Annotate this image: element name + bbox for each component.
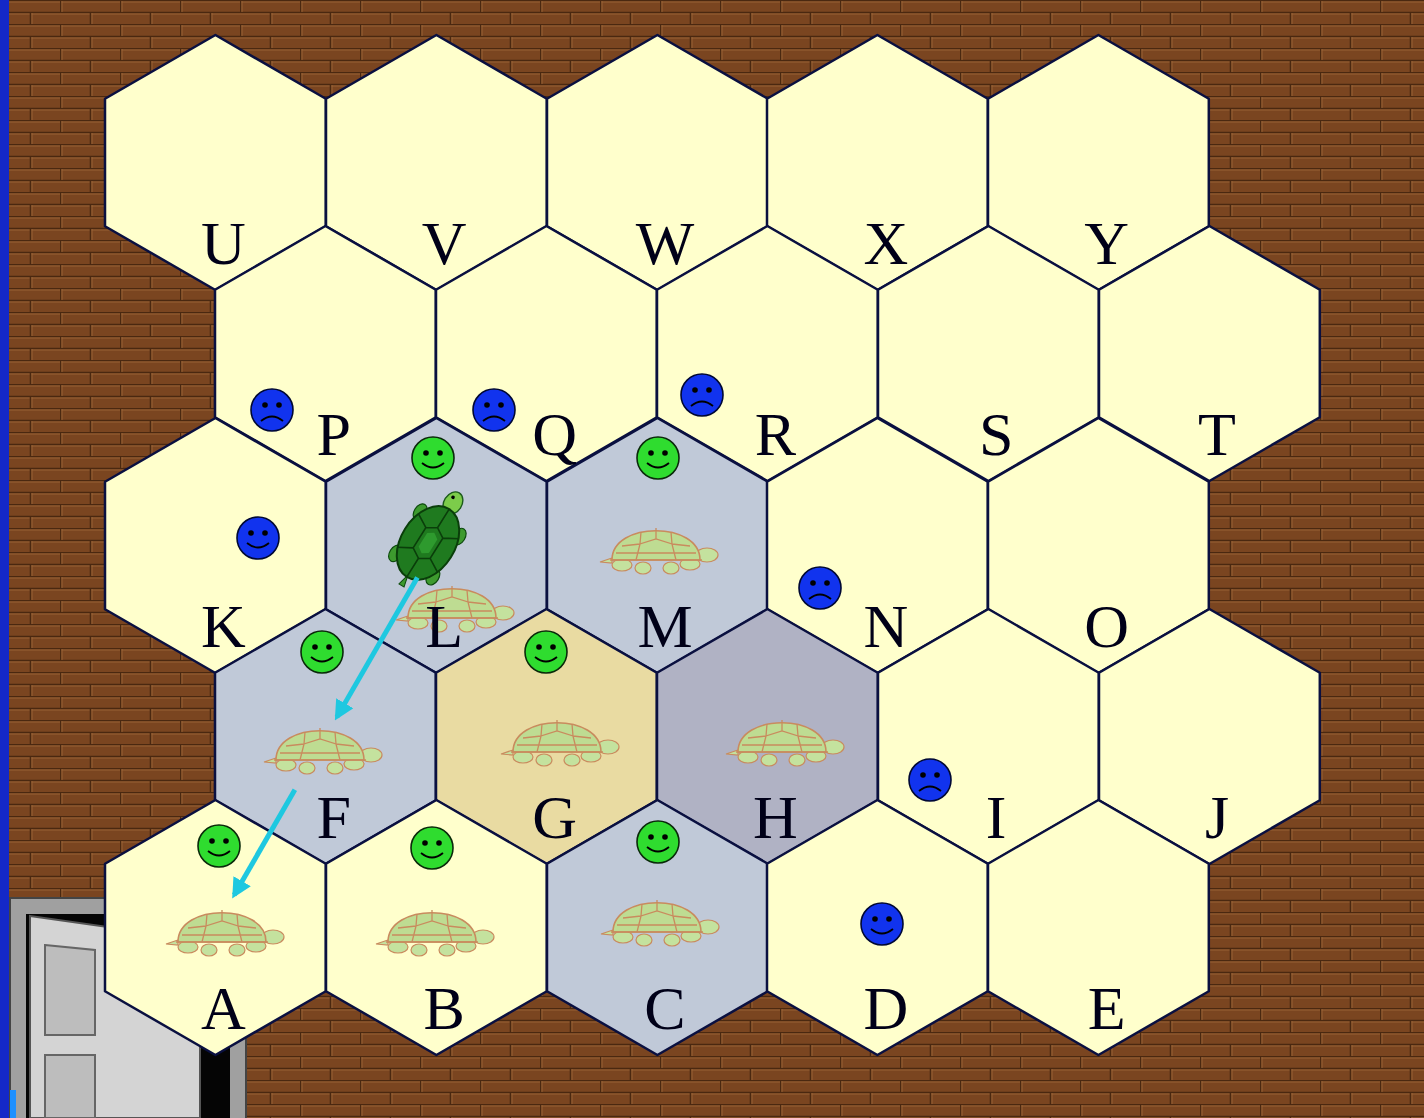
turtle-faded [726, 720, 844, 766]
frame-strip [0, 0, 9, 1118]
turtle-faded [264, 728, 382, 774]
cell-label: H [753, 786, 798, 848]
cell-label: I [986, 786, 1007, 848]
hex-fill [988, 800, 1209, 1055]
cell-label: P [317, 403, 351, 465]
cell-label: Q [532, 403, 577, 465]
cell-label: L [425, 595, 463, 657]
cell-label: C [644, 977, 685, 1039]
cell-label: T [1198, 403, 1236, 465]
cell-label: B [424, 977, 465, 1039]
cell-label: U [201, 212, 246, 274]
move-arrow [234, 790, 295, 895]
happy-face [411, 827, 453, 869]
sad-face [473, 389, 515, 431]
turtle-faded [501, 720, 619, 766]
move-arrow [337, 578, 418, 718]
happy-face [198, 825, 240, 867]
cell-label: V [422, 212, 467, 274]
sad-face [909, 759, 951, 801]
cell-label: E [1088, 977, 1126, 1039]
cell-label: D [863, 977, 908, 1039]
sad-face [681, 374, 723, 416]
cell-label: Y [1084, 212, 1129, 274]
door-inset [45, 1055, 95, 1118]
turtle-faded [166, 910, 284, 956]
cell-label: N [863, 595, 908, 657]
cell-label: K [201, 595, 246, 657]
cell-label: G [532, 786, 577, 848]
turtle-faded [600, 528, 718, 574]
happy-face [412, 437, 454, 479]
happy-face-blue [861, 903, 903, 945]
turtle-faded [601, 900, 719, 946]
cell-label: M [637, 595, 692, 657]
happy-face-blue [237, 517, 279, 559]
happy-face [525, 631, 567, 673]
door-mark [10, 1090, 16, 1118]
cell-label: S [979, 403, 1013, 465]
turtle-faded [376, 910, 494, 956]
hex-fill [326, 800, 547, 1055]
happy-face [637, 437, 679, 479]
happy-face [637, 821, 679, 863]
turtle-active [377, 478, 484, 601]
cell-label: F [317, 786, 351, 848]
hex-fill [547, 800, 768, 1055]
hex-cell: E [988, 800, 1209, 1055]
cell-label: W [636, 212, 695, 274]
turtle-faded [396, 586, 514, 632]
cell-label: R [755, 403, 796, 465]
sad-face [251, 389, 293, 431]
cell-label: X [863, 212, 908, 274]
cell-label: O [1084, 595, 1129, 657]
cell-label: A [201, 977, 246, 1039]
cell-label: J [1205, 786, 1229, 848]
door-inset [45, 945, 95, 1035]
sad-face [799, 567, 841, 609]
hex-fill [105, 800, 326, 1055]
hex-fill [767, 800, 988, 1055]
happy-face [301, 631, 343, 673]
